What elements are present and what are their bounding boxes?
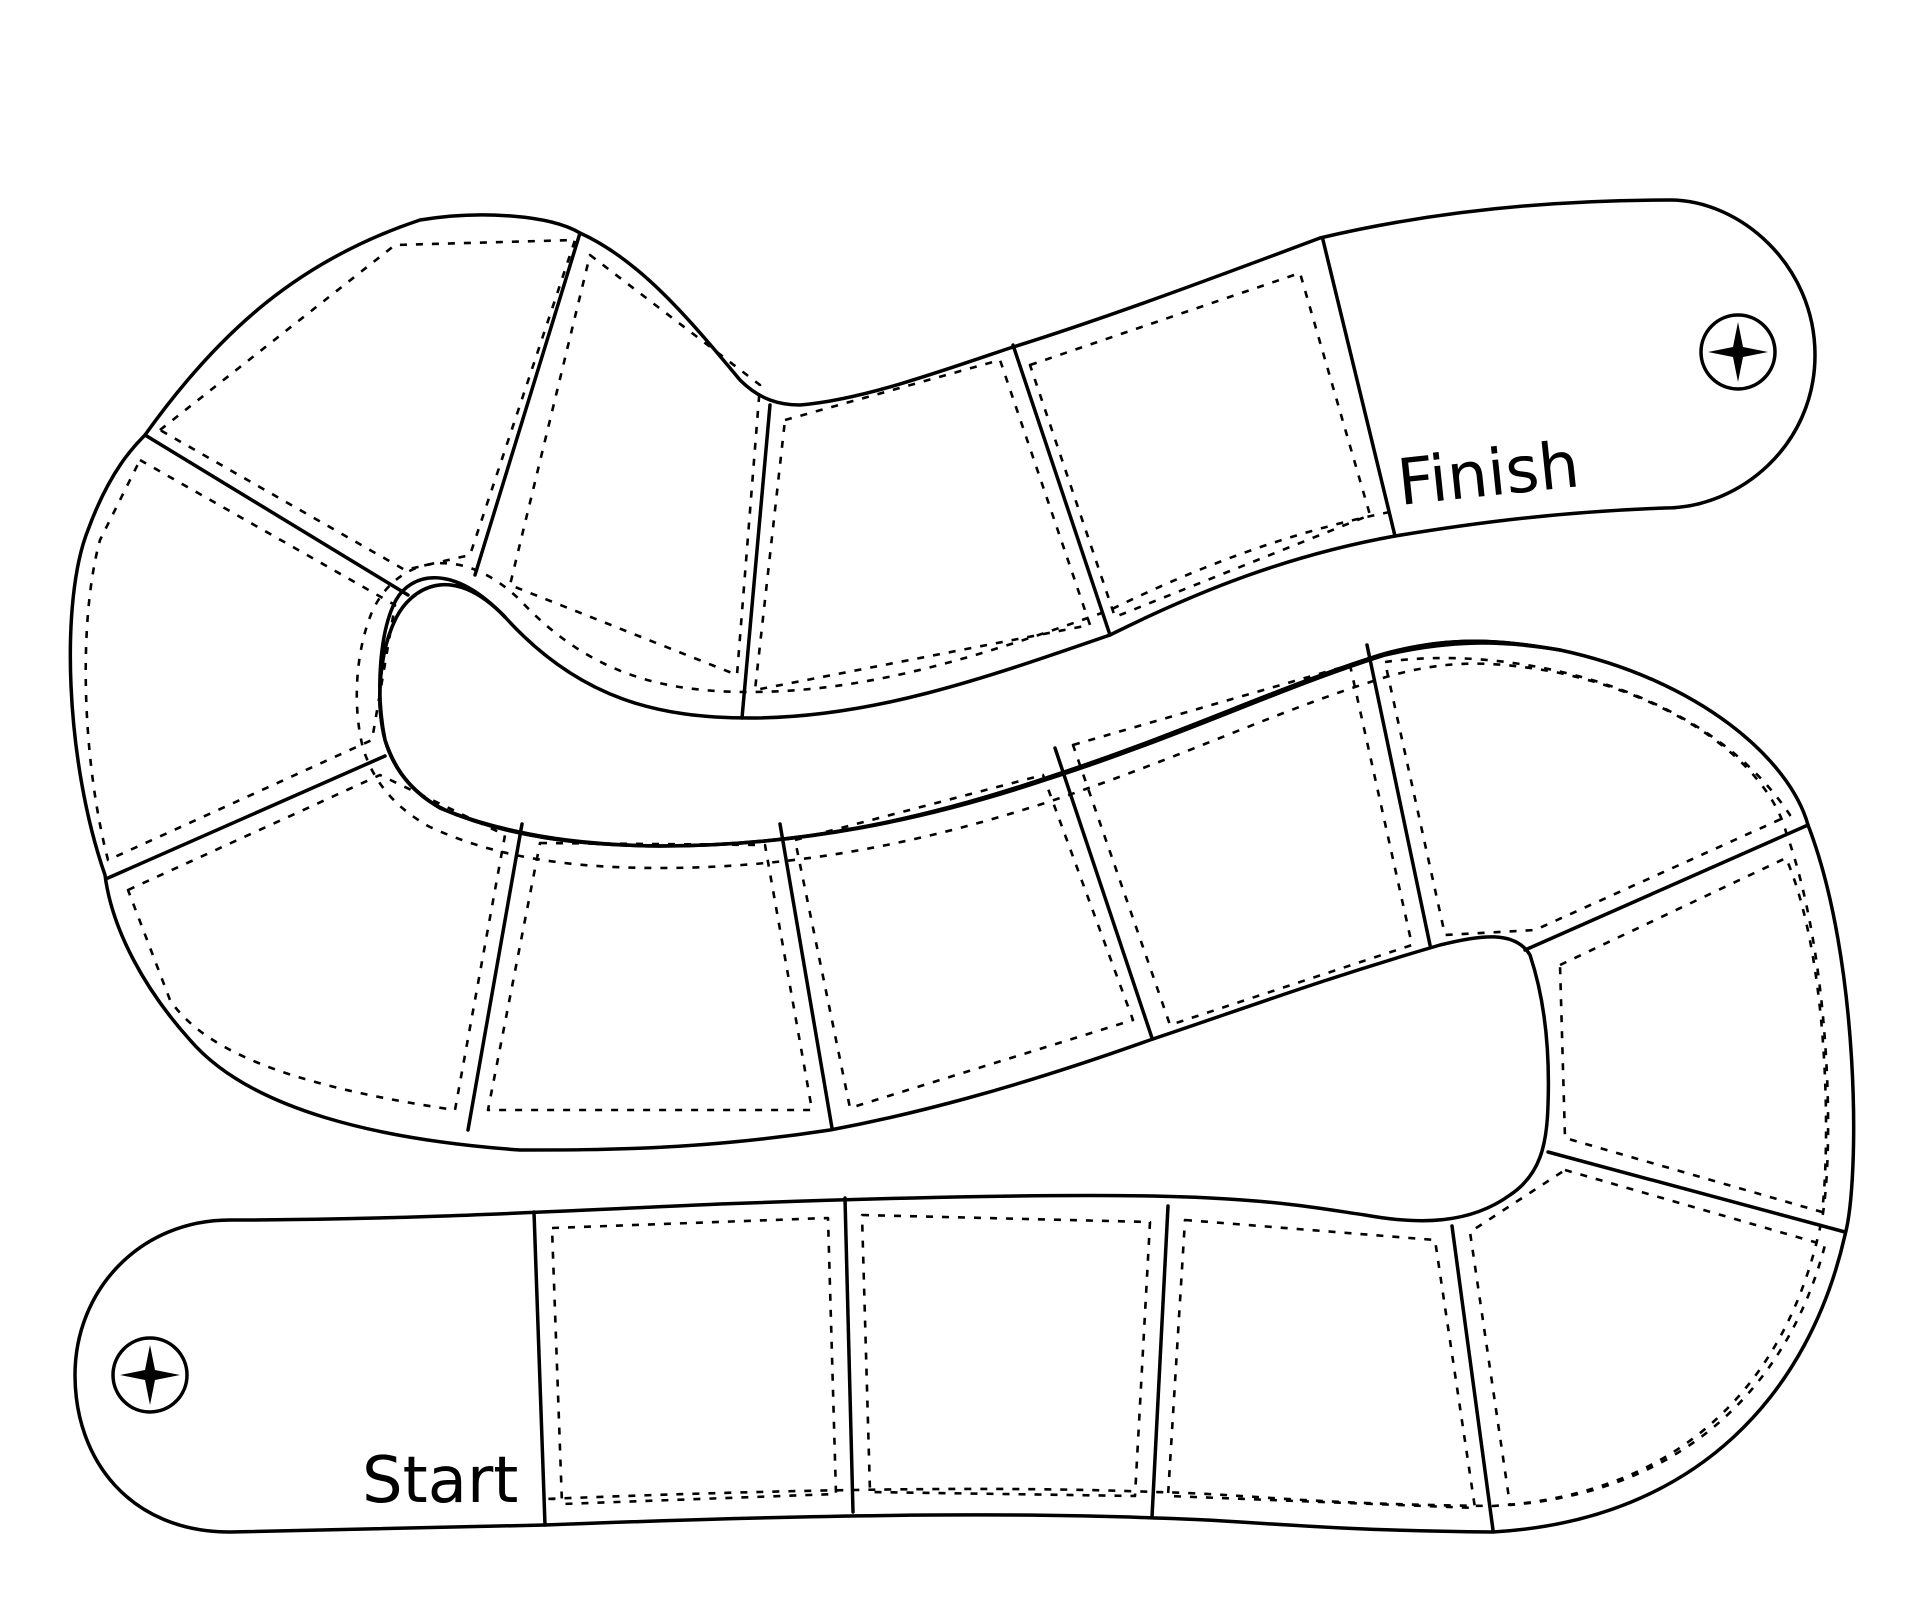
divider-12 xyxy=(1546,1150,1847,1234)
divider-9 xyxy=(1053,746,1154,1040)
divider-7 xyxy=(466,822,524,1132)
star-icon xyxy=(120,1345,180,1405)
divider-13 xyxy=(1450,1224,1495,1532)
divider-14 xyxy=(1150,1204,1170,1519)
track-outline xyxy=(68,198,1856,1534)
track-stitching xyxy=(355,510,1830,1508)
divider-2 xyxy=(1011,343,1112,637)
divider-6 xyxy=(106,754,387,880)
space-stitch-1 xyxy=(1028,271,1372,619)
space-stitch-10 xyxy=(1383,656,1792,937)
divider-15 xyxy=(843,1196,855,1514)
space-dividers xyxy=(106,231,1847,1532)
divider-10 xyxy=(1365,643,1432,947)
space-stitch-15 xyxy=(550,1216,838,1506)
divider-8 xyxy=(778,822,834,1130)
start-label: Start xyxy=(362,1444,518,1518)
finish-marker xyxy=(1699,313,1777,391)
space-stitch-9 xyxy=(1071,663,1414,1027)
inner-turn-left xyxy=(378,576,1562,848)
divider-3 xyxy=(740,403,772,720)
divider-5 xyxy=(143,433,410,597)
space-stitch-7 xyxy=(486,841,814,1112)
start-marker xyxy=(111,1336,189,1414)
divider-4 xyxy=(473,231,582,577)
space-stitch-12 xyxy=(1468,1168,1827,1507)
space-stitch-5 xyxy=(84,458,397,862)
space-stitch-4 xyxy=(158,238,577,572)
space-stitch-14 xyxy=(860,1213,1152,1498)
divider-start xyxy=(532,1210,547,1527)
space-stitches xyxy=(84,238,1828,1510)
divider-11 xyxy=(1523,823,1810,952)
space-stitch-2 xyxy=(753,358,1092,692)
star-icon xyxy=(1708,322,1768,382)
space-stitch-8 xyxy=(793,773,1135,1110)
space-stitch-11 xyxy=(1558,856,1828,1214)
divider-finish xyxy=(1321,238,1397,538)
